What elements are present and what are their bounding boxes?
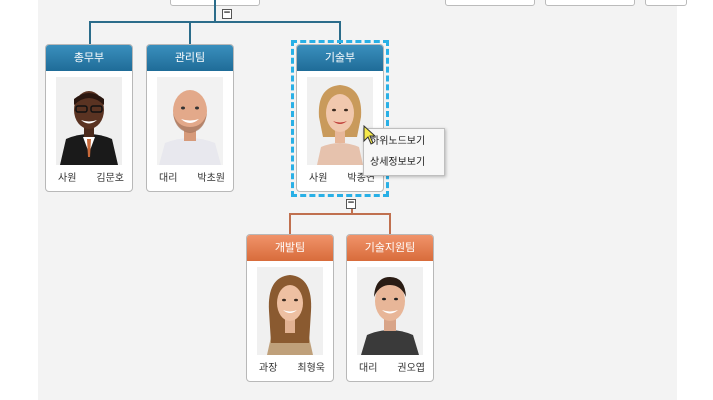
avatar-dark-hair-man-icon bbox=[357, 267, 423, 355]
connector-line bbox=[339, 21, 341, 45]
node-person-name: 권오엽 bbox=[397, 363, 425, 374]
top-node-partial[interactable] bbox=[645, 0, 687, 6]
connector-line bbox=[289, 213, 291, 235]
node-person-name: 최형욱 bbox=[297, 363, 325, 374]
node-footer: 대리 박초원 bbox=[147, 169, 233, 184]
selection-frame bbox=[291, 40, 389, 197]
menu-item-show-details[interactable]: 상세정보보기 bbox=[370, 157, 426, 168]
mouse-cursor-icon bbox=[363, 125, 377, 145]
node-title: 기술지원팀 bbox=[347, 235, 433, 261]
node-footer: 사원 박종연 bbox=[297, 169, 383, 184]
avatar-man-glasses-icon bbox=[56, 77, 122, 165]
avatar-brunette-woman-icon bbox=[257, 267, 323, 355]
node-rank: 대리 bbox=[359, 363, 378, 374]
node-title: 기술부 bbox=[297, 45, 383, 71]
left-gutter bbox=[0, 0, 38, 400]
node-person-name: 김문호 bbox=[96, 173, 124, 184]
node-rank: 대리 bbox=[159, 173, 178, 184]
org-node-general[interactable]: 총무부 사원 김문호 bbox=[45, 44, 133, 192]
node-title: 개발팀 bbox=[247, 235, 333, 261]
connector-line bbox=[289, 213, 391, 215]
node-rank: 과장 bbox=[259, 363, 278, 374]
node-footer: 대리 권오엽 bbox=[347, 359, 433, 374]
top-node-partial[interactable] bbox=[445, 0, 535, 6]
node-title: 총무부 bbox=[46, 45, 132, 71]
right-gutter bbox=[677, 0, 713, 400]
node-footer: 과장 최형욱 bbox=[247, 359, 333, 374]
org-node-admin[interactable]: 관리팀 대리 박초원 bbox=[146, 44, 234, 192]
menu-item-show-children[interactable]: 하위노드보기 bbox=[370, 136, 426, 147]
connector-line bbox=[389, 213, 391, 235]
connector-line bbox=[89, 21, 91, 45]
node-rank: 사원 bbox=[309, 173, 328, 184]
connector-line bbox=[214, 0, 216, 22]
node-person-name: 박종연 bbox=[347, 173, 375, 184]
org-node-dev[interactable]: 개발팀 과장 최형욱 bbox=[246, 234, 334, 382]
connector-line bbox=[89, 21, 341, 23]
context-menu: 하위노드보기 상세정보보기 bbox=[363, 128, 445, 176]
node-rank: 사원 bbox=[58, 173, 77, 184]
connector-line bbox=[351, 209, 353, 214]
node-person-name: 박초원 bbox=[197, 173, 225, 184]
avatar-blonde-woman-icon bbox=[307, 77, 373, 165]
node-footer: 사원 김문호 bbox=[46, 169, 132, 184]
collapse-toggle-button[interactable]: − bbox=[222, 8, 232, 19]
collapse-toggle-button[interactable]: − bbox=[346, 198, 356, 209]
node-title: 관리팀 bbox=[147, 45, 233, 71]
connector-line bbox=[189, 21, 191, 45]
org-node-support[interactable]: 기술지원팀 대리 권오엽 bbox=[346, 234, 434, 382]
top-node-partial[interactable] bbox=[545, 0, 635, 6]
avatar-bald-man-icon bbox=[157, 77, 223, 165]
